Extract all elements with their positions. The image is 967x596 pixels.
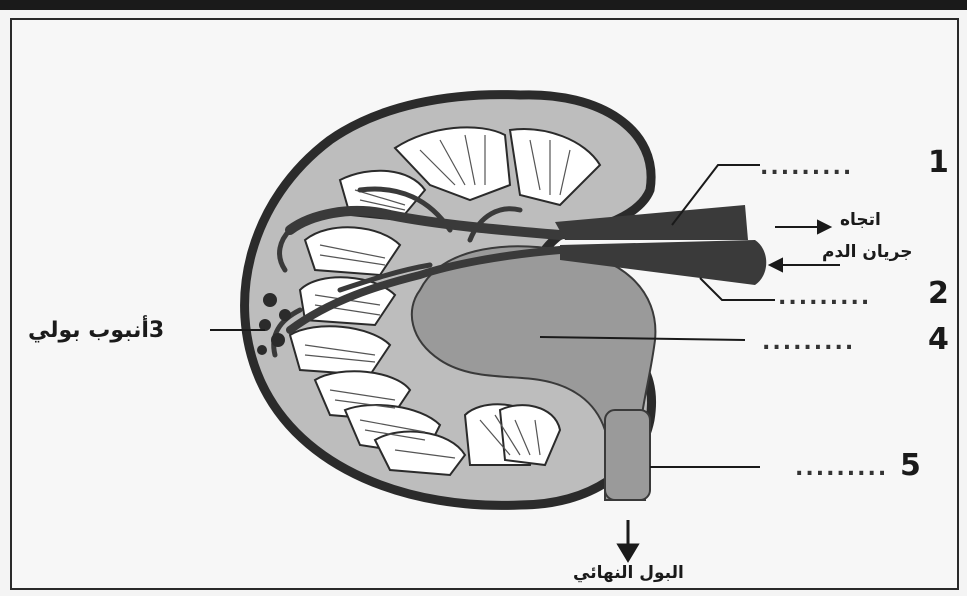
urine-arrow: [619, 520, 637, 560]
label-2: 2: [928, 276, 949, 311]
blank-2: .........: [778, 285, 871, 310]
ureter: [605, 410, 650, 500]
flow-label-line2: جريان الدم: [822, 242, 913, 262]
blank-4: .........: [762, 330, 855, 355]
label-3-tubule: 3أنبوب بولي: [28, 318, 164, 343]
label-5: 5: [900, 448, 921, 483]
label-1: 1: [928, 145, 949, 180]
label-4: 4: [928, 322, 949, 357]
blank-5: .........: [795, 456, 888, 481]
final-urine-label: البول النهائي: [573, 563, 684, 583]
blank-1: .........: [760, 155, 853, 180]
flow-label-line1: اتجاه: [840, 210, 881, 230]
